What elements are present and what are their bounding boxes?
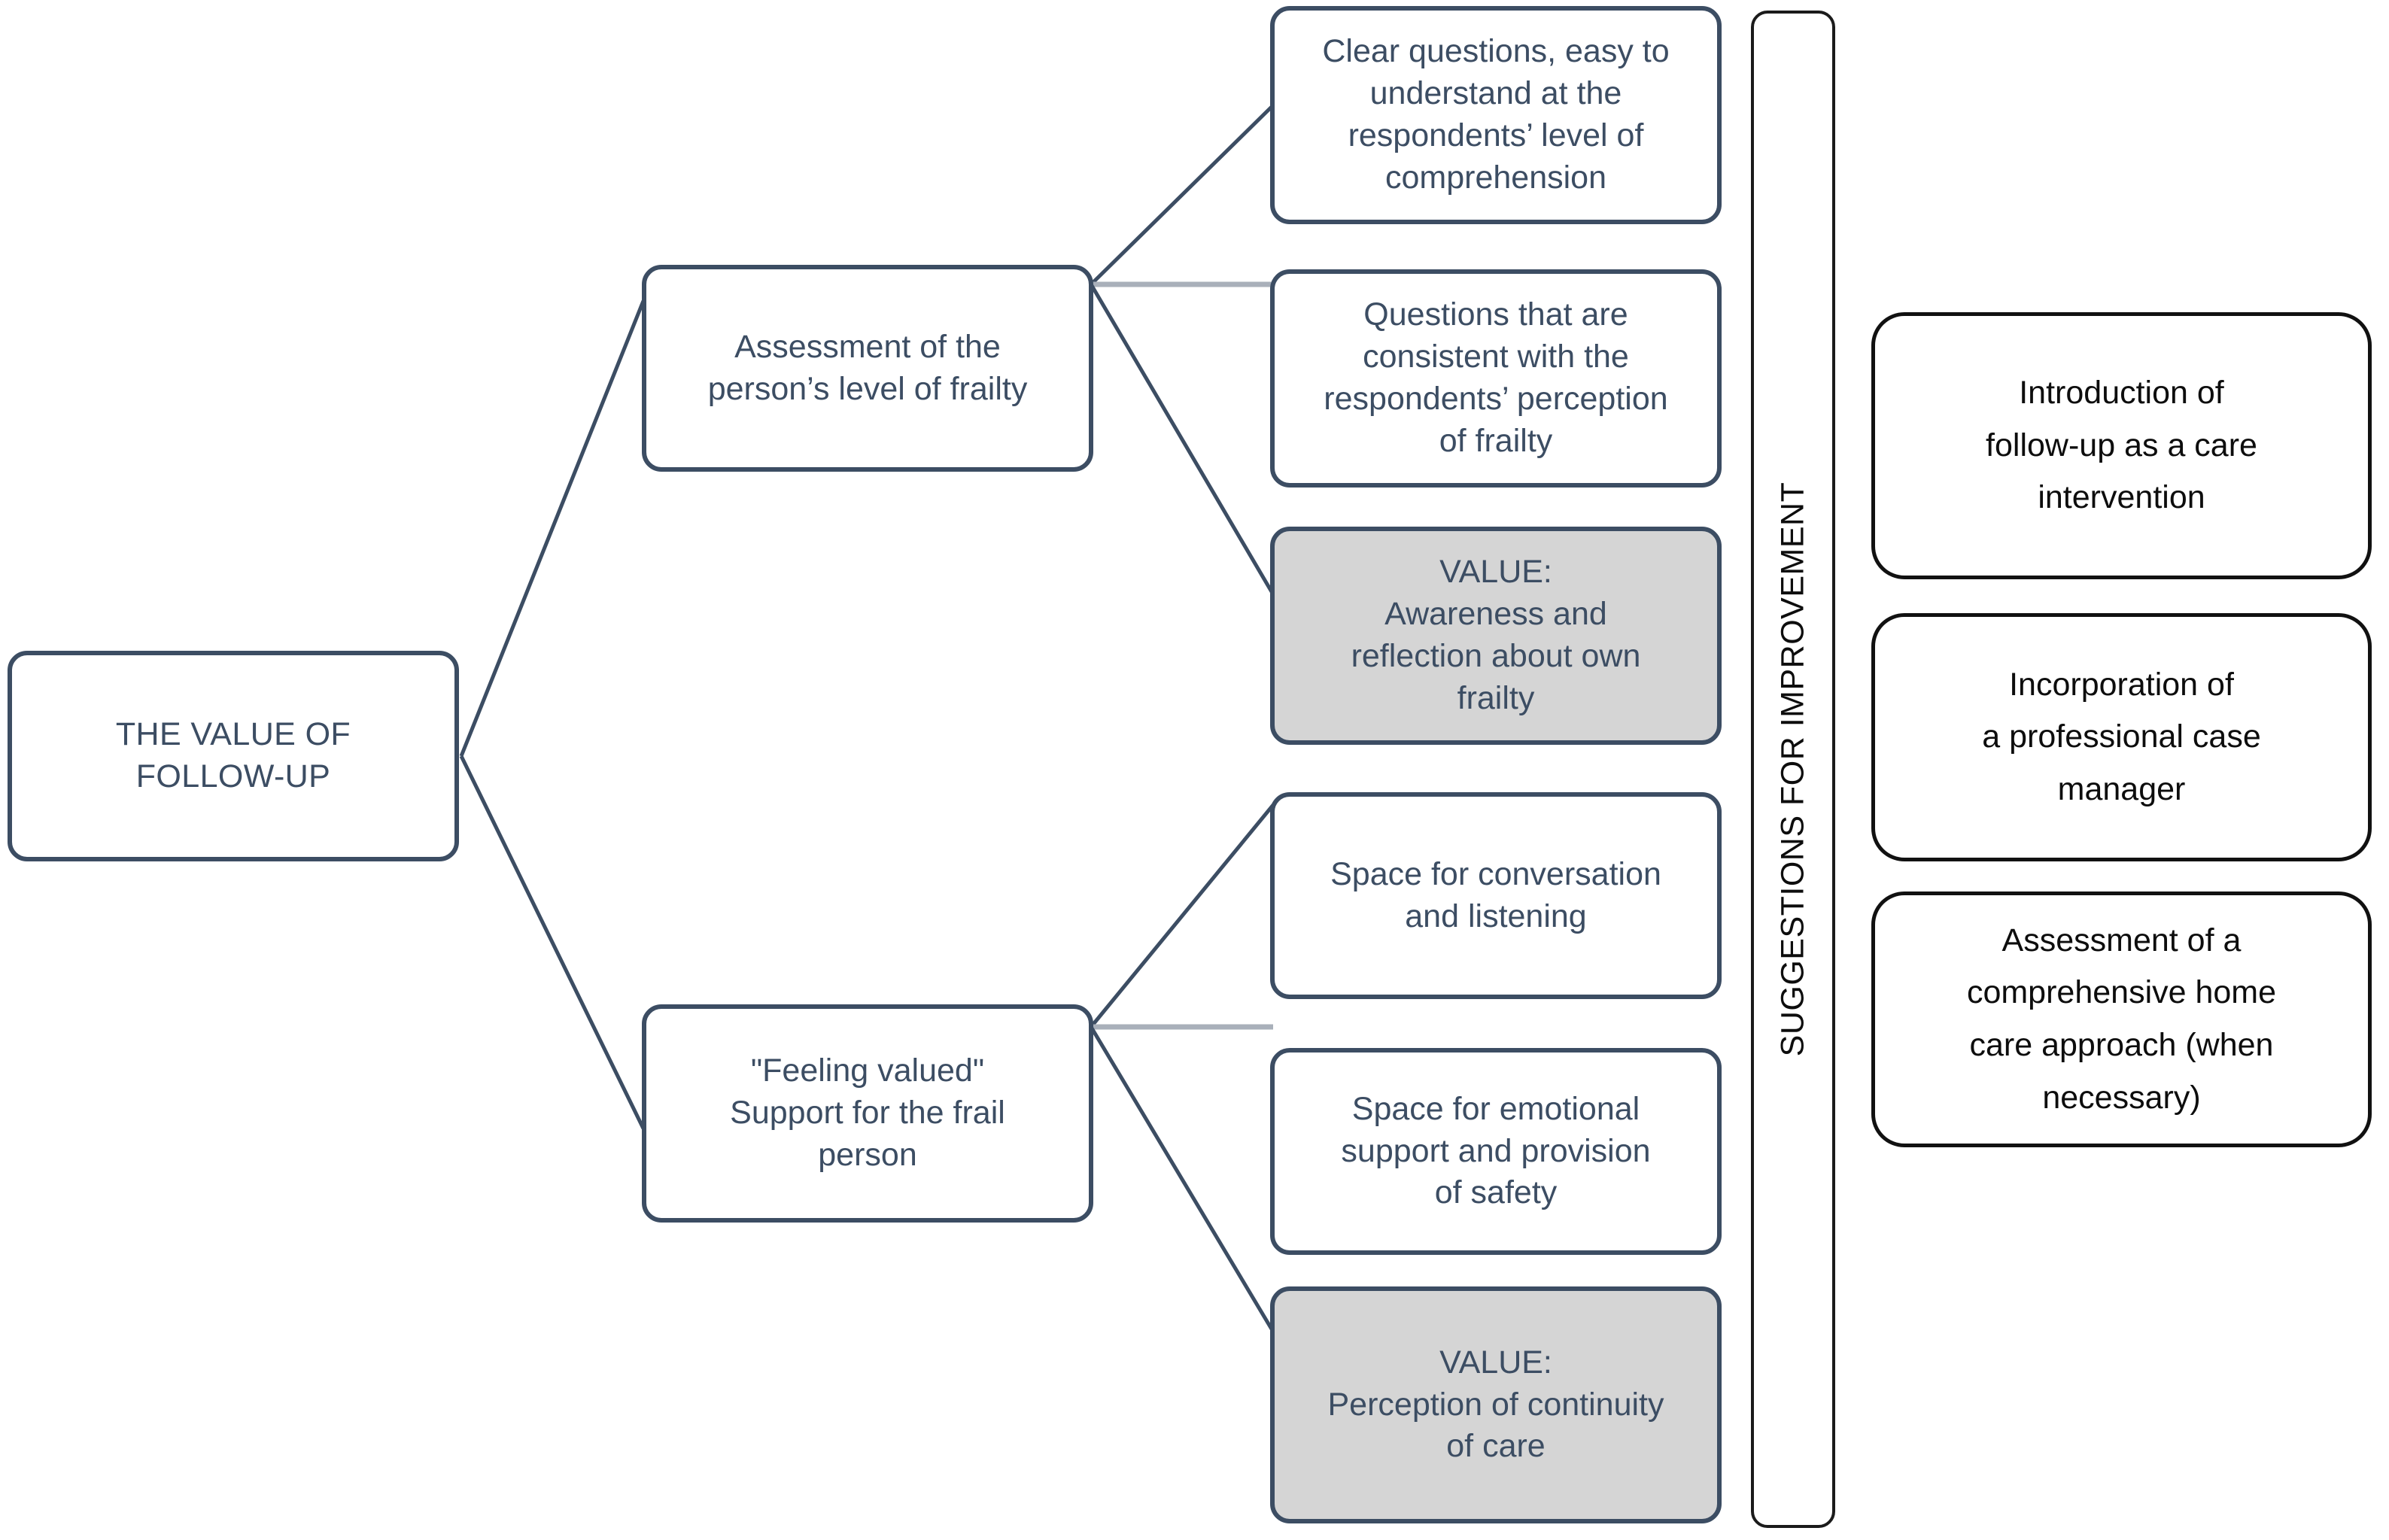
node-the-value-of-follow-up[interactable]: THE VALUE OF FOLLOW-UP <box>8 651 459 861</box>
node-value-awareness-and-reflection[interactable]: VALUE: Awareness and reflection about ow… <box>1270 527 1722 745</box>
node-assessment-of-frailty-level[interactable]: Assessment of the person’s level of frai… <box>642 265 1093 472</box>
node-assessment-of-comprehensive-home-care-approach[interactable]: Assessment of a comprehensive home care … <box>1871 891 2372 1147</box>
connector-branch-1-to-leaf-1 <box>1090 104 1275 286</box>
connector-root-to-branch-1 <box>459 300 646 757</box>
node-questions-consistent-with-perception[interactable]: Questions that are consistent with the r… <box>1270 269 1722 488</box>
node-feeling-valued-support[interactable]: "Feeling valued" Support for the frail p… <box>642 1004 1093 1223</box>
connector-branch-2-to-leaf-1 <box>1090 803 1275 1028</box>
node-value-perception-of-continuity-of-care[interactable]: VALUE: Perception of continuity of care <box>1270 1286 1722 1523</box>
connector-branch-2-to-leaf-3 <box>1089 1025 1275 1333</box>
connector-root-to-branch-2 <box>459 755 646 1130</box>
node-clear-questions-easy-to-understand[interactable]: Clear questions, easy to understand at t… <box>1270 6 1722 224</box>
node-introduction-of-follow-up-as-care-intervention[interactable]: Introduction of follow-up as a care inte… <box>1871 312 2372 579</box>
node-space-for-emotional-support[interactable]: Space for emotional support and provisio… <box>1270 1048 1722 1255</box>
node-space-for-conversation-and-listening[interactable]: Space for conversation and listening <box>1270 792 1722 999</box>
connector-branch-1-to-leaf-3 <box>1089 283 1275 596</box>
node-incorporation-of-professional-case-manager[interactable]: Incorporation of a professional case man… <box>1871 613 2372 861</box>
suggestions-for-improvement-bar: SUGGESTIONS FOR IMPROVEMENT <box>1751 11 1835 1528</box>
suggestions-for-improvement-label: SUGGESTIONS FOR IMPROVEMENT <box>1774 481 1811 1057</box>
